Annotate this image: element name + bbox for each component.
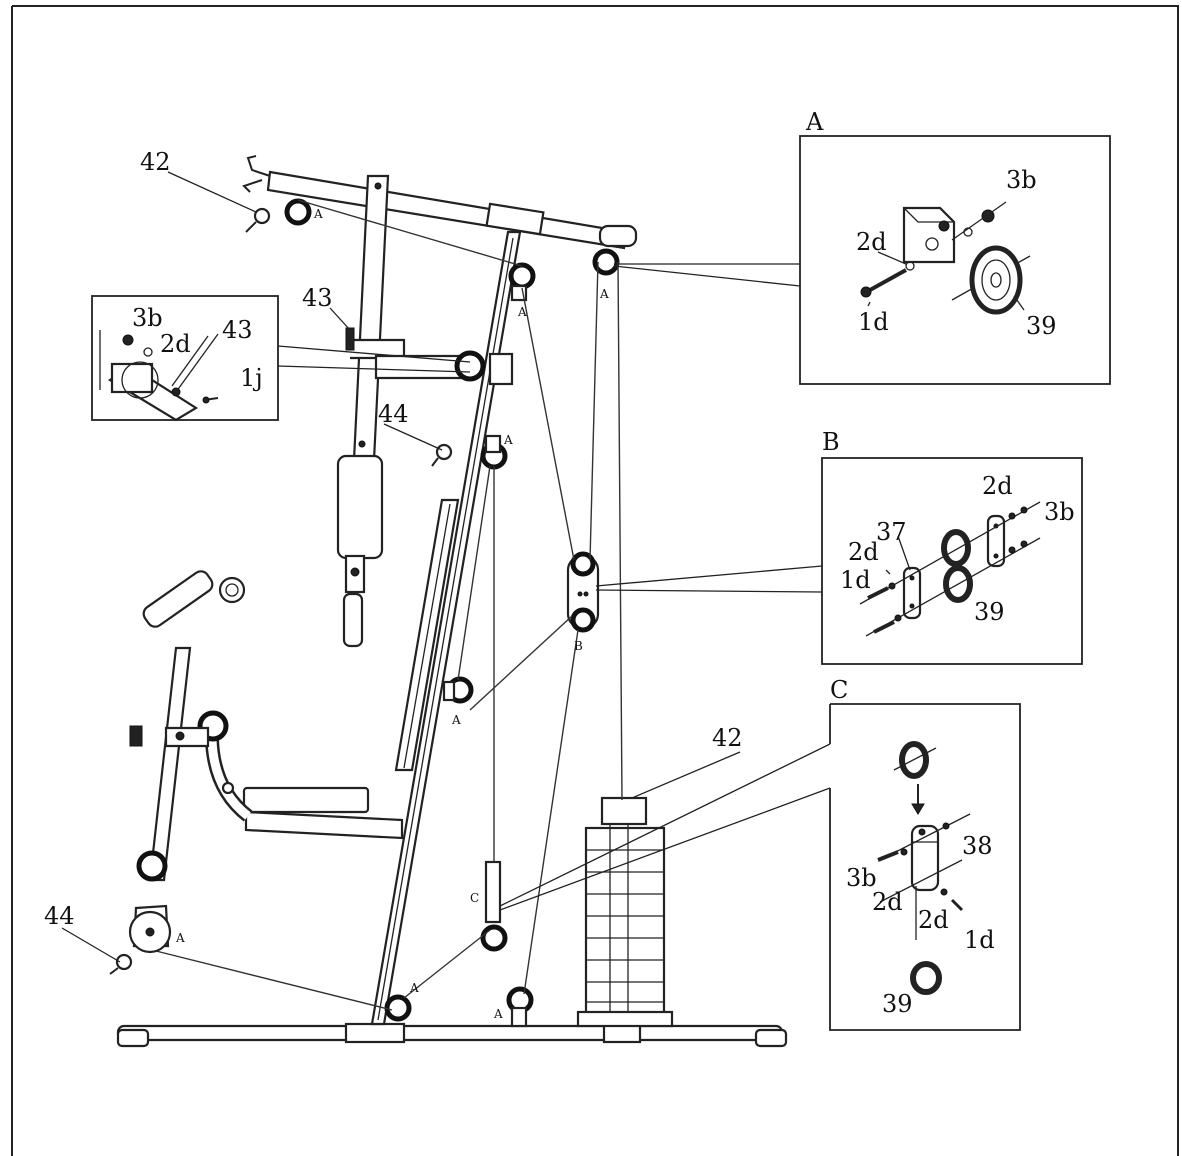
callout-44-mid: 44 (378, 400, 409, 428)
detail-c-label-1d: 1d (964, 926, 995, 954)
leg-lever (128, 570, 246, 954)
detail-b-label-2d-right: 2d (982, 472, 1013, 500)
press-arm (336, 174, 406, 648)
pulley-c (480, 924, 508, 952)
pulley-top-right (592, 248, 620, 276)
detail-c-label-38: 38 (962, 832, 993, 860)
weight-stack (576, 796, 674, 1028)
detail-c-label-2d-right: 2d (918, 906, 949, 934)
detail-b-label-2d-left: 2d (848, 538, 879, 566)
top-left-label-1j: 1j (240, 364, 263, 392)
marker-a-leg: A (175, 931, 185, 945)
marker-c: C (470, 891, 479, 905)
marker-a-upper-2: A (599, 287, 609, 301)
page-border (12, 5, 1179, 1156)
detail-b-label-1d: 1d (840, 566, 871, 594)
detail-a-label-3b: 3b (1006, 166, 1037, 194)
detail-box-c: C 38 3b 2d 2d 1d 39 (499, 676, 1021, 1031)
pulley-upper-a1 (508, 262, 536, 290)
detail-box-a: A 3b 2d 1d 39 (613, 108, 1111, 385)
detail-b-label-39: 39 (974, 598, 1005, 626)
top-left-label-3b: 3b (132, 304, 163, 332)
detail-box-b: B 2d 3b 37 2d 1d 39 (595, 428, 1083, 665)
marker-a-upper-3: A (503, 433, 513, 447)
detail-c-label-3b: 3b (846, 864, 877, 892)
detail-a-label-2d: 2d (856, 228, 887, 256)
detail-a-label-39: 39 (1026, 312, 1057, 340)
detail-b-label-3b: 3b (1044, 498, 1075, 526)
detail-b-title: B (822, 428, 840, 456)
detail-c-label-2d-left: 2d (872, 888, 903, 916)
callout-42-top: 42 (140, 148, 171, 176)
upper-crossbar (374, 352, 514, 386)
top-left-label-43: 43 (222, 316, 253, 344)
pulley-crossbar (454, 350, 486, 382)
marker-a-bottom-2: A (493, 1007, 503, 1021)
marker-a-lower: A (451, 713, 461, 727)
pulleys-main (284, 198, 620, 1028)
detail-a-title: A (805, 108, 824, 136)
pin-43 (345, 327, 355, 351)
callout-43-top: 43 (302, 284, 333, 312)
pulley-top-left (284, 198, 312, 226)
main-machine: 42 43 44 42 44 A A A A B A C A A A (44, 148, 788, 1048)
top-left-label-2d: 2d (160, 330, 191, 358)
marker-a-top-left: A (313, 207, 323, 221)
detail-c-title: C (830, 676, 848, 704)
marker-b: B (574, 639, 583, 653)
marker-a-upper-1: A (517, 305, 527, 319)
detail-box-top-left: 3b 2d 43 1j (91, 295, 471, 422)
detail-b-label-37: 37 (876, 518, 907, 546)
base-rail (116, 1022, 788, 1048)
seat-assembly (197, 710, 404, 840)
floating-pulley-b (566, 551, 600, 633)
cables (151, 199, 623, 1011)
detail-a-label-1d: 1d (858, 308, 889, 336)
top-arm (242, 155, 638, 250)
guide-rod (394, 498, 460, 772)
callout-42-stack: 42 (712, 724, 743, 752)
knob-mid-44 (431, 443, 453, 467)
knob-top-42 (245, 207, 271, 233)
detail-c-label-39: 39 (882, 990, 913, 1018)
callout-44-bottom: 44 (44, 902, 75, 930)
pulley-bottom-a1 (384, 994, 412, 1022)
knob-bottom-44 (109, 953, 133, 975)
marker-a-bottom-1: A (409, 981, 419, 995)
